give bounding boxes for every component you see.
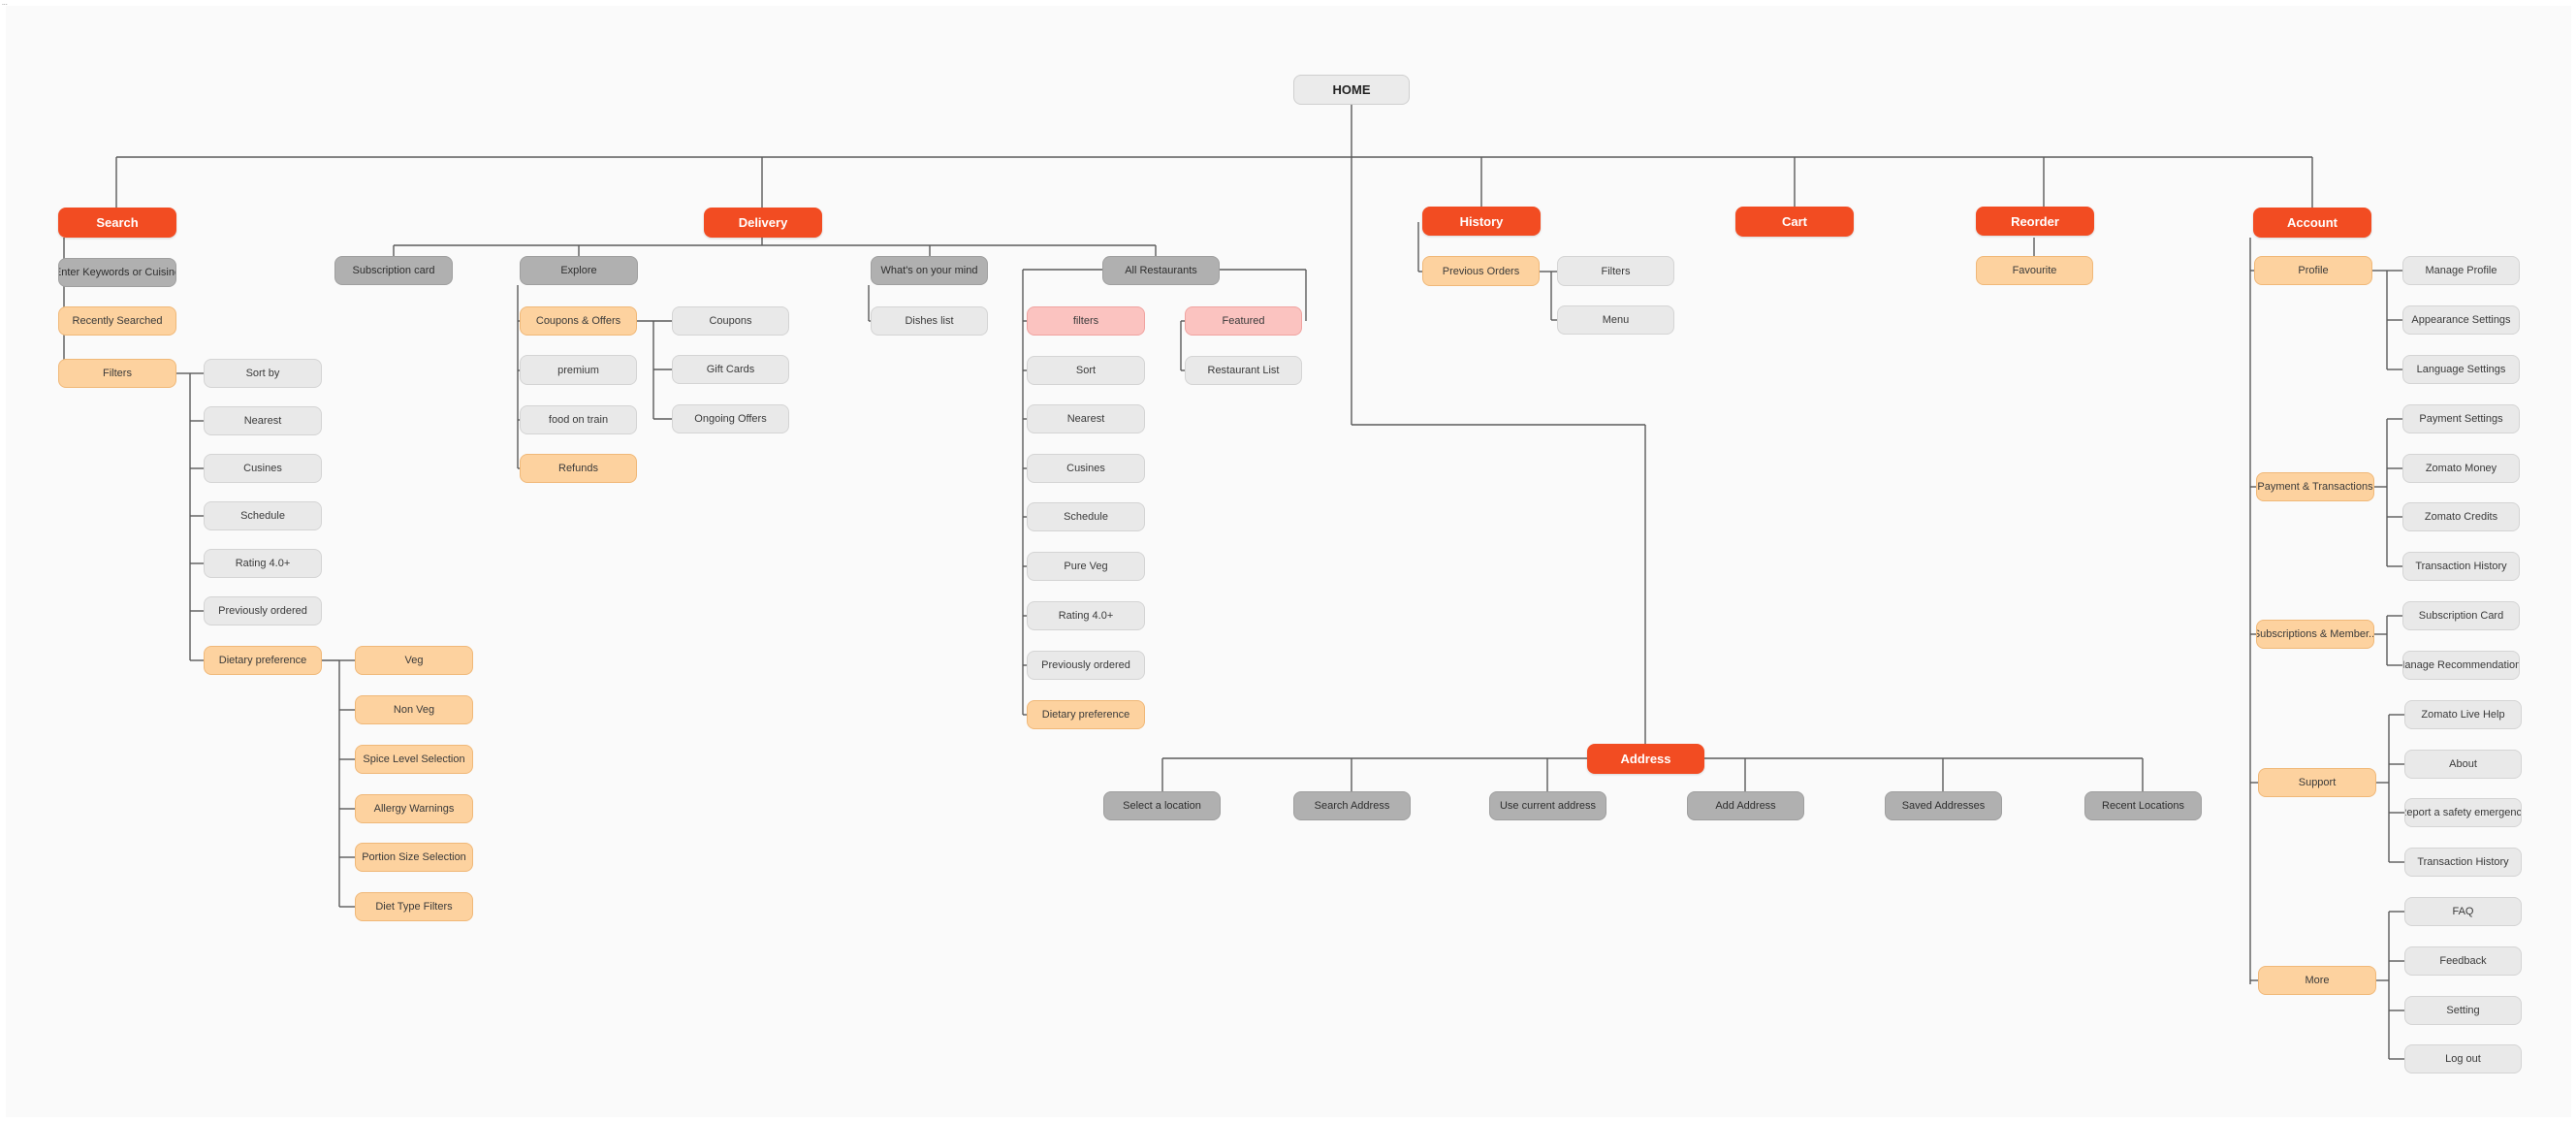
- search-keywords-node[interactable]: Enter Keywords or Cuisine: [58, 258, 176, 287]
- explore-item[interactable]: premium: [520, 355, 637, 385]
- search-filter-item[interactable]: Schedule: [204, 501, 322, 530]
- address-child[interactable]: Search Address: [1293, 791, 1411, 820]
- explore-item[interactable]: food on train: [520, 405, 637, 434]
- subscription-card-node[interactable]: Subscription card: [334, 256, 453, 285]
- restaurant-list-node[interactable]: Restaurant List: [1185, 356, 1302, 385]
- coupons-child-item[interactable]: Ongoing Offers: [672, 404, 789, 433]
- dishes-list-node[interactable]: Dishes list: [871, 306, 988, 336]
- explore-node[interactable]: Explore: [520, 256, 638, 285]
- account-item[interactable]: Zomato Live Help: [2404, 700, 2522, 729]
- all-restaurants-node[interactable]: All Restaurants: [1102, 256, 1220, 285]
- account-item[interactable]: Zomato Money: [2402, 454, 2520, 483]
- search-recent-node[interactable]: Recently Searched: [58, 306, 176, 336]
- address-child[interactable]: Recent Locations: [2084, 791, 2202, 820]
- account-section-more[interactable]: More: [2258, 966, 2376, 995]
- dietary-item[interactable]: Allergy Warnings: [355, 794, 473, 823]
- search-filter-item[interactable]: Previously ordered: [204, 596, 322, 625]
- restaurant-filter-item[interactable]: Pure Veg: [1027, 552, 1145, 581]
- favourite-node[interactable]: Favourite: [1976, 256, 2093, 285]
- diagram-canvas: [6, 6, 2571, 1117]
- reorder-node[interactable]: Reorder: [1976, 207, 2094, 236]
- account-section-subscriptions[interactable]: Subscriptions & Member...: [2256, 620, 2374, 649]
- featured-node[interactable]: Featured: [1185, 306, 1302, 336]
- coupons-child-item[interactable]: Gift Cards: [672, 355, 789, 384]
- explore-item[interactable]: Coupons & Offers: [520, 306, 637, 336]
- home-node[interactable]: HOME: [1293, 75, 1410, 105]
- account-section-support[interactable]: Support: [2258, 768, 2376, 797]
- cart-node[interactable]: Cart: [1735, 207, 1854, 237]
- account-section-profile[interactable]: Profile: [2254, 256, 2372, 285]
- account-section-payment[interactable]: Payment & Transactions: [2256, 472, 2374, 501]
- previous-orders-node[interactable]: Previous Orders: [1422, 256, 1540, 286]
- restaurant-filters-node[interactable]: filters: [1027, 306, 1145, 336]
- dietary-item[interactable]: Veg: [355, 646, 473, 675]
- search-filter-item[interactable]: Nearest: [204, 406, 322, 435]
- account-item[interactable]: Setting: [2404, 996, 2522, 1025]
- delivery-node[interactable]: Delivery: [704, 208, 822, 238]
- restaurant-filter-item[interactable]: Sort: [1027, 356, 1145, 385]
- search-filter-item[interactable]: Cusines: [204, 454, 322, 483]
- search-filters-node[interactable]: Filters: [58, 359, 176, 388]
- search-filter-item[interactable]: Rating 4.0+: [204, 549, 322, 578]
- coupons-child-item[interactable]: Coupons: [672, 306, 789, 336]
- explore-item[interactable]: Refunds: [520, 454, 637, 483]
- search-filter-item[interactable]: Sort by: [204, 359, 322, 388]
- restaurant-filter-item[interactable]: Previously ordered: [1027, 651, 1145, 680]
- restaurant-filter-item[interactable]: Dietary preference: [1027, 700, 1145, 729]
- account-item[interactable]: Zomato Credits: [2402, 502, 2520, 531]
- history-node[interactable]: History: [1422, 207, 1541, 236]
- account-item[interactable]: Payment Settings: [2402, 404, 2520, 433]
- whats-on-your-mind-node[interactable]: What's on your mind: [871, 256, 988, 285]
- account-item[interactable]: Manage Recommendations: [2402, 651, 2520, 680]
- account-item[interactable]: Manage Profile: [2402, 256, 2520, 285]
- address-child[interactable]: Saved Addresses: [1885, 791, 2002, 820]
- previous-orders-child[interactable]: Menu: [1557, 305, 1674, 335]
- restaurant-filter-item[interactable]: Cusines: [1027, 454, 1145, 483]
- account-item[interactable]: Language Settings: [2402, 355, 2520, 384]
- account-item[interactable]: About: [2404, 750, 2522, 779]
- account-item[interactable]: Transaction History: [2404, 848, 2522, 877]
- restaurant-filter-item[interactable]: Schedule: [1027, 502, 1145, 531]
- canvas-label: ...: [2, 0, 8, 7]
- address-child[interactable]: Use current address: [1489, 791, 1606, 820]
- dietary-item[interactable]: Portion Size Selection: [355, 843, 473, 872]
- dietary-item[interactable]: Non Veg: [355, 695, 473, 724]
- search-filter-item[interactable]: Dietary preference: [204, 646, 322, 675]
- search-node[interactable]: Search: [58, 208, 176, 238]
- account-item[interactable]: Report a safety emergency: [2404, 798, 2522, 827]
- account-item[interactable]: Log out: [2404, 1044, 2522, 1074]
- previous-orders-child[interactable]: Filters: [1557, 256, 1674, 286]
- dietary-item[interactable]: Spice Level Selection: [355, 745, 473, 774]
- dietary-item[interactable]: Diet Type Filters: [355, 892, 473, 921]
- account-item[interactable]: Appearance Settings: [2402, 305, 2520, 335]
- account-item[interactable]: Transaction History: [2402, 552, 2520, 581]
- account-item[interactable]: Subscription Card: [2402, 601, 2520, 630]
- address-child[interactable]: Select a location: [1103, 791, 1221, 820]
- address-child[interactable]: Add Address: [1687, 791, 1804, 820]
- restaurant-filter-item[interactable]: Rating 4.0+: [1027, 601, 1145, 630]
- account-node[interactable]: Account: [2253, 208, 2371, 238]
- restaurant-filter-item[interactable]: Nearest: [1027, 404, 1145, 433]
- account-item[interactable]: Feedback: [2404, 946, 2522, 976]
- account-item[interactable]: FAQ: [2404, 897, 2522, 926]
- address-node[interactable]: Address: [1587, 744, 1704, 774]
